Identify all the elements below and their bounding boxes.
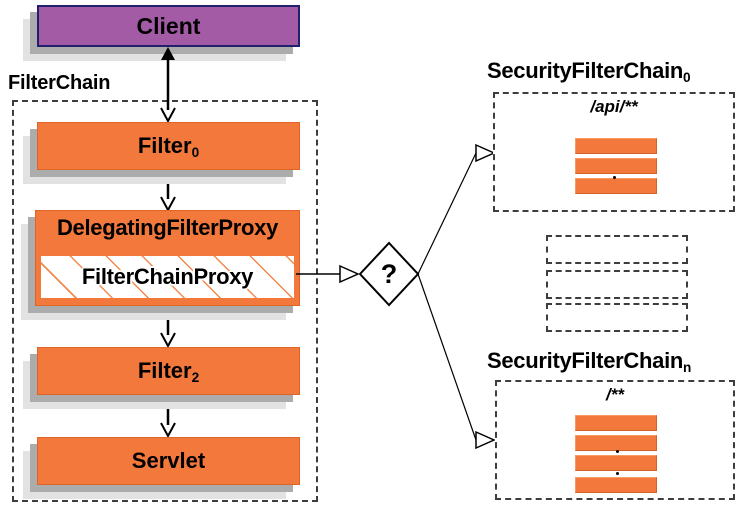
arrowhead-up-icon — [161, 47, 175, 60]
filter2-box: Filter2 — [37, 347, 300, 395]
filter-bar — [575, 415, 657, 431]
more-chains-placeholder-box — [546, 235, 688, 264]
arrow-filter0-delegatingfilterproxy — [160, 170, 176, 213]
security-filter-chain-0-title: SecurityFilterChain0 — [487, 58, 691, 86]
decision-question-mark: ? — [381, 259, 398, 289]
filterchain-label: FilterChain — [8, 72, 111, 94]
delegating-filter-proxy-box: DelegatingFilterProxy FilterChainProxy — [35, 210, 300, 306]
filter-bar — [575, 435, 657, 451]
connector-diamond-to-chain-n — [417, 273, 477, 441]
arrow-client-filter0 — [160, 47, 176, 124]
security-filter-chain-0-box: /api/** — [493, 92, 735, 212]
servlet-label: Servlet — [131, 448, 206, 473]
security-filter-chain-n-title: SecurityFilterChainn — [487, 348, 692, 376]
filter-chain-proxy-label: FilterChainProxy — [81, 264, 254, 289]
ellipsis-dot — [616, 472, 619, 475]
arrowhead-down-icon — [160, 107, 176, 124]
connector-diamond-to-chain0 — [417, 152, 477, 275]
chain0-subscript: 0 — [683, 70, 691, 86]
decision-diamond — [358, 241, 420, 307]
filter0-subscript: 0 — [191, 145, 200, 161]
filter0-box: Filter0 — [37, 122, 300, 170]
filter-bar — [575, 158, 657, 174]
security-filter-chain-n-box: /** — [495, 380, 735, 500]
open-arrowhead-right-icon — [475, 143, 496, 163]
url-pattern-chain-n: /** — [606, 385, 624, 404]
filter0-label: Filter0 — [137, 133, 200, 161]
servlet-box: Servlet — [37, 437, 300, 485]
open-arrowhead-right-icon — [339, 264, 360, 284]
ellipsis-dot — [616, 450, 619, 453]
more-chains-placeholder-box — [546, 270, 688, 299]
arrowhead-up-icon — [161, 395, 175, 408]
filter-bar — [575, 138, 657, 154]
filter-chain-proxy-box: FilterChainProxy — [39, 254, 296, 300]
arrowhead-up-icon — [161, 306, 175, 319]
more-chains-placeholder-box — [546, 303, 688, 332]
arrowhead-down-icon — [160, 422, 176, 439]
filter-bar — [575, 477, 657, 493]
arrow-delegatingfilterproxy-filter2 — [160, 306, 176, 349]
client-box: Client — [37, 5, 300, 47]
chain-n-subscript: n — [683, 360, 692, 376]
url-pattern-chain0: /api/** — [590, 97, 638, 116]
arrow-filter2-servlet — [160, 395, 176, 439]
client-label: Client — [136, 12, 201, 39]
filterchain-boundary-box — [12, 100, 318, 502]
filter-bar — [575, 178, 657, 194]
open-arrowhead-right-icon — [475, 430, 496, 450]
decision-connector-graphics: ? — [296, 143, 496, 450]
arrowhead-up-icon — [161, 170, 175, 183]
filter2-label: Filter2 — [137, 358, 200, 386]
arrowhead-down-icon — [160, 332, 176, 349]
filter2-subscript: 2 — [191, 370, 200, 386]
delegating-filter-proxy-label: DelegatingFilterProxy — [56, 215, 279, 240]
filter-bar — [575, 455, 657, 471]
ellipsis-dot — [613, 176, 616, 179]
